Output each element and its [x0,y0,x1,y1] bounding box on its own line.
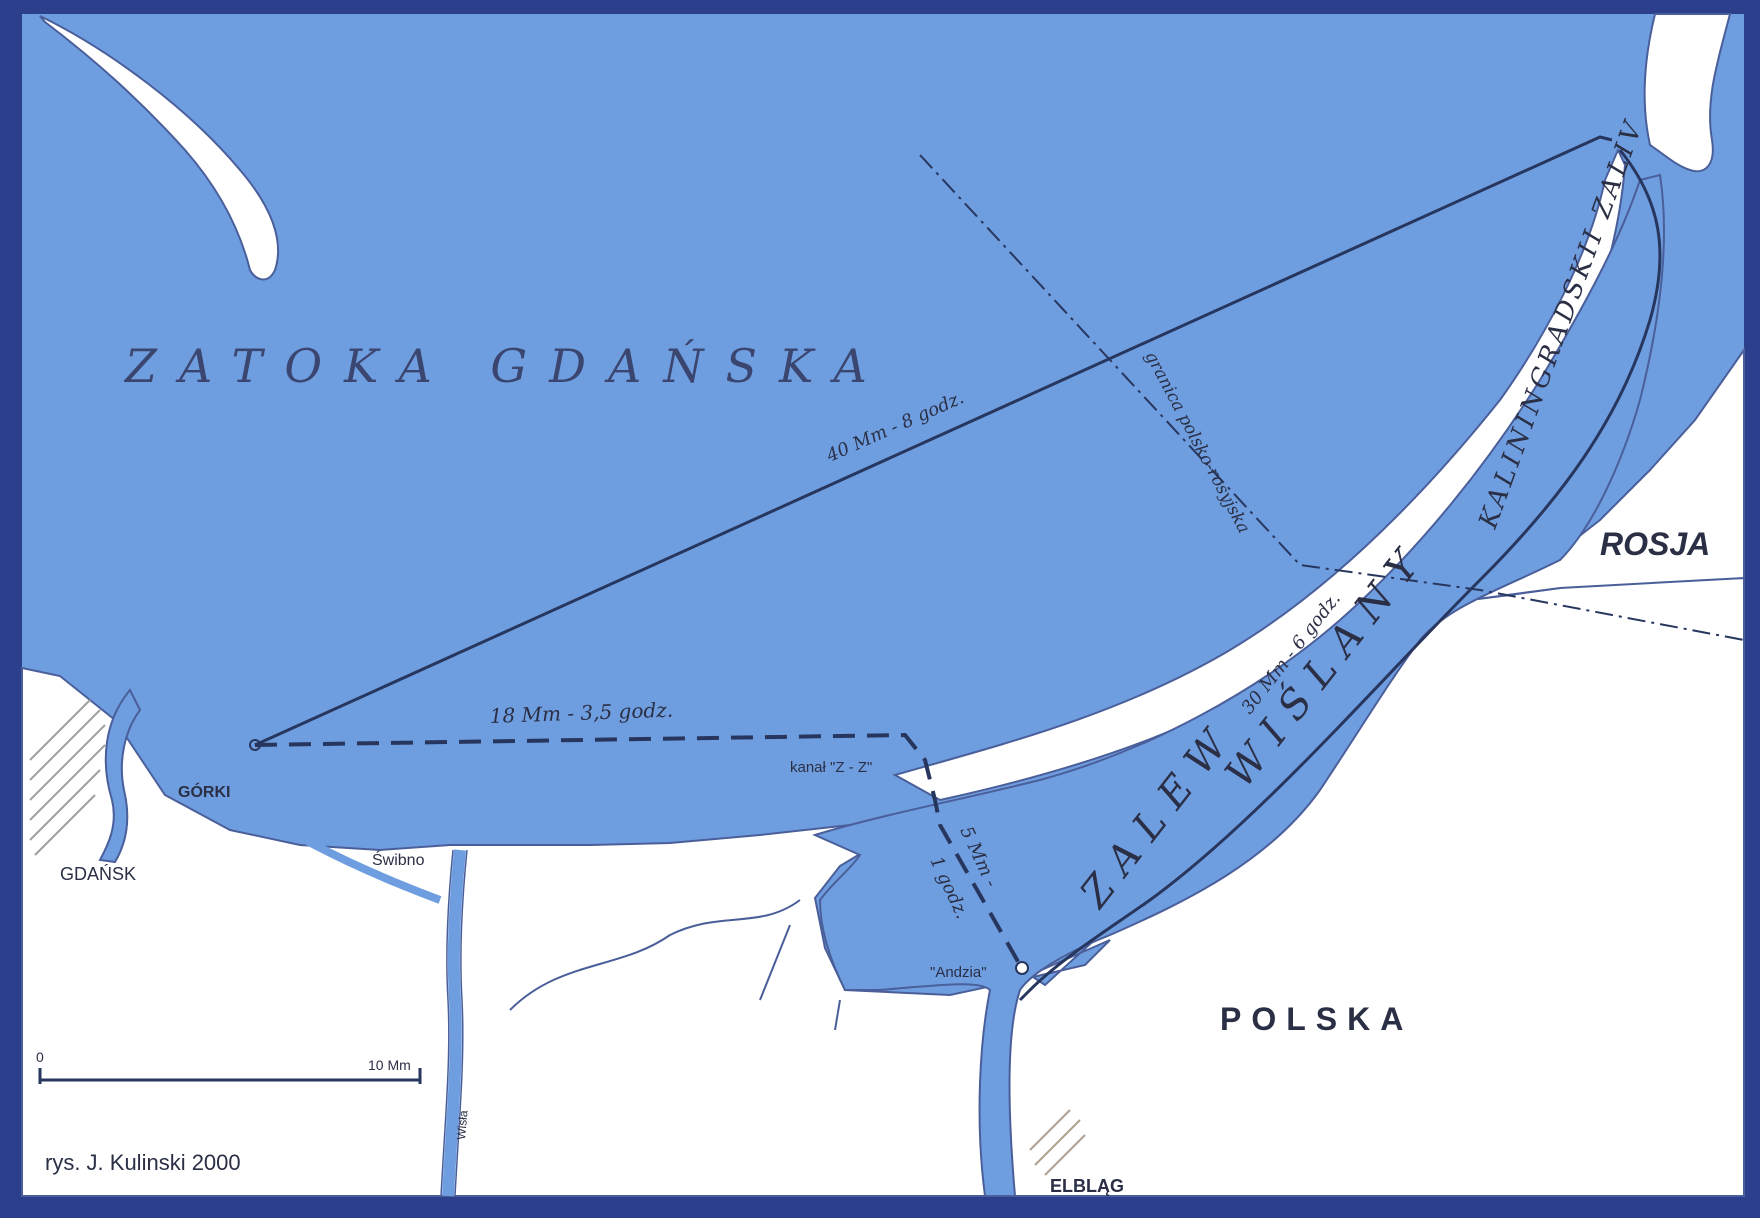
label-gdansk: GDAŃSK [60,864,136,884]
route-long [254,135,1613,747]
label-wisla: Wisła [454,1109,471,1140]
label-poland: POLSKA [1220,1001,1413,1037]
label-kanal: kanał "Z - Z" [790,759,872,776]
label-gorki: GÓRKI [178,782,230,801]
label-andzia: "Andzia" [930,964,987,981]
river-minor [509,899,841,1031]
marker-andzia [1015,961,1029,975]
river-vistula-outline [440,849,468,1197]
scale-start-label: 0 [36,1049,44,1065]
land-spit-top [1643,13,1732,173]
river-vistula [442,849,466,1197]
land-hel-peninsula [39,15,280,281]
gdansk-city-hatch [29,699,106,856]
credit: rys. J. Kulinski 2000 [45,1150,241,1175]
river-swibno [252,806,442,904]
marker-gorki [249,739,261,751]
water-gdansk-harbour [98,688,142,864]
label-elblag: ELBLĄG [1050,1176,1124,1196]
label-swibno: Świbno [372,850,425,869]
elblag-city-hatch [1029,1109,1086,1176]
label-gulf: ZATOKA GDAŃSKA [123,338,889,393]
label-russia: ROSJA [1600,526,1710,562]
scale-end-label: 10 Mm [368,1057,411,1073]
route-lagoon [1018,149,1662,1002]
